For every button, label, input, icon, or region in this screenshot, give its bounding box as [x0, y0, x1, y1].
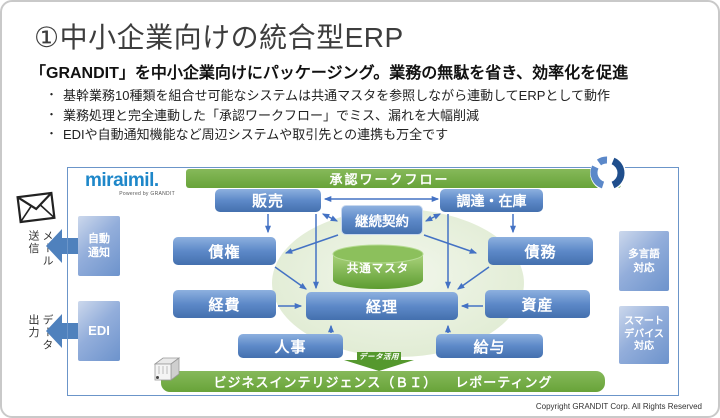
- module-assets: 資産: [485, 290, 590, 318]
- bullet-marker: ・: [46, 89, 57, 101]
- bullet-text: 基幹業務10種類を組合せ可能なシステムは共通マスタを参照しながら連動してERPと…: [63, 88, 611, 103]
- approval-workflow-bar: 承認ワークフロー: [186, 169, 621, 188]
- subtitle: 「GRANDIT」を中小企業向けにパッケージング。業務の無駄を省き、効率化を促進: [30, 65, 629, 82]
- data-use-label: データ活用: [359, 352, 399, 361]
- module-receivables: 債権: [173, 237, 276, 265]
- reporting-label: レポーティング: [455, 375, 553, 390]
- server-icon: [153, 357, 181, 381]
- page-title: ①中小企業向けの統合型ERP: [34, 22, 404, 53]
- bullet-text: 業務処理と完全連動した「承認ワークフロー」でミス、漏れを大幅削減: [63, 107, 480, 123]
- module-procurement: 調達・在庫: [440, 189, 543, 212]
- diagram-canvas: [265, 196, 524, 371]
- bullet-marker: ・: [46, 108, 57, 121]
- module-payroll: 給与: [436, 334, 543, 358]
- flow-arrows: [265, 196, 516, 333]
- module-hr: 人事: [238, 334, 343, 358]
- integration-auto-notify: 自動 通知: [78, 216, 120, 276]
- module-payables: 債務: [488, 237, 593, 265]
- bullet-list: ・ 基幹業務10種類を組合せ可能なシステムは共通マスタを参照しながら連動してER…: [46, 86, 610, 145]
- integration-multilingual: 多言語 対応: [619, 231, 669, 291]
- bi-label: ビジネスインテリジェンス（ＢＩ）: [213, 375, 438, 390]
- logo-powered-by: Powered by GRANDIT: [119, 191, 175, 197]
- miraimil-logo: miraimil. Powered by GRANDIT: [85, 170, 175, 198]
- integration-smart-device: スマート デバイス 対応: [619, 306, 669, 364]
- module-sales: 販売: [215, 189, 321, 212]
- bi-reporting-bar: ビジネスインテリジェンス（ＢＩ） レポーティング: [161, 371, 605, 392]
- envelope-icon: [16, 191, 56, 224]
- database-cylinder-icon: [332, 244, 424, 289]
- logo-wordmark: miraimil.: [85, 170, 159, 191]
- copyright-text: Copyright GRANDIT Corp. All Rights Reser…: [535, 402, 702, 411]
- bullet-item: ・ EDIや自動通知機能など周辺システムや取引先との連携も万全です: [46, 125, 610, 145]
- erp-diagram: miraimil. Powered by GRANDIT 承認ワークフロー 販売…: [67, 155, 679, 396]
- mail-out-arrow-icon: [46, 229, 80, 263]
- bullet-item: ・ 基幹業務10種類を組合せ可能なシステムは共通マスタを参照しながら連動してER…: [46, 86, 610, 106]
- module-expenses: 経費: [173, 290, 276, 318]
- bullet-marker: ・: [46, 128, 57, 140]
- workflow-cycle-icon: [590, 155, 626, 191]
- data-output-label: データ出力: [27, 314, 53, 352]
- module-recurring-contract: 継続契約: [341, 205, 423, 235]
- mail-send-label: メール送信: [27, 230, 53, 268]
- data-use-arrow-icon: [344, 352, 414, 371]
- bullet-text: EDIや自動通知機能など周辺システムや取引先との連携も万全です: [63, 127, 449, 142]
- data-out-arrow-icon: [46, 314, 80, 348]
- common-master-label: 共通マスタ: [346, 263, 410, 275]
- integration-edi: EDI: [78, 301, 120, 361]
- bullet-item: ・ 業務処理と完全連動した「承認ワークフロー」でミス、漏れを大幅削減: [46, 106, 610, 126]
- module-accounting: 経理: [306, 292, 458, 320]
